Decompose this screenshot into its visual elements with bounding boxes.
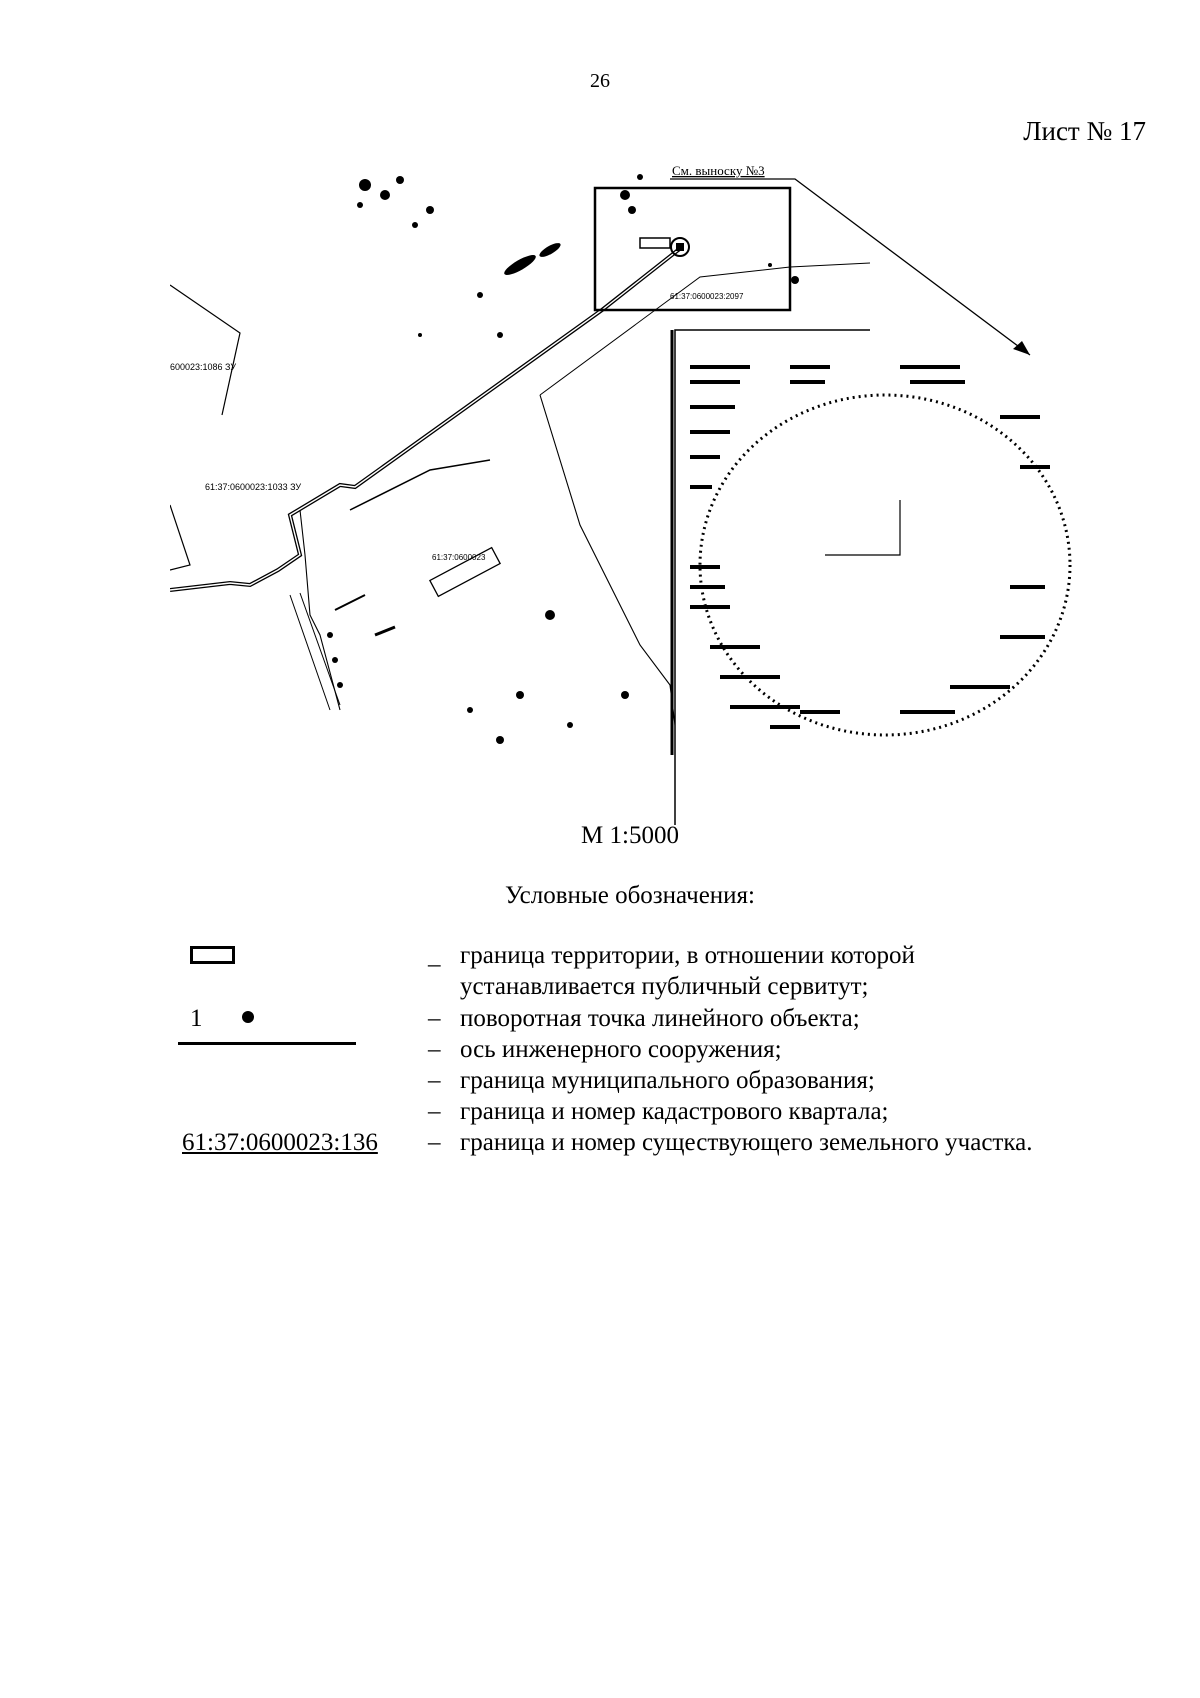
- building-1: [428, 546, 502, 598]
- legend-dash: _: [428, 942, 441, 969]
- building-2: [334, 594, 366, 611]
- legend-title: Условные обозначения:: [504, 882, 756, 909]
- legend-dash: –: [428, 1005, 441, 1032]
- road-edge: [349, 459, 491, 511]
- parcel-number: 61:37:0600023:136: [182, 1129, 378, 1156]
- legend-text: граница и номер существующего земельного…: [460, 1129, 1033, 1156]
- legend-text: граница территории, в отношении которой: [460, 942, 915, 969]
- vegetation: [327, 174, 799, 744]
- legend-text: поворотная точка линейного объекта;: [460, 1005, 860, 1032]
- callout-label: См. выноску №3: [672, 165, 765, 178]
- parcel-label-top: 61:37:0600023:2097: [670, 292, 744, 301]
- page-number: 26: [590, 70, 610, 92]
- legend-text: граница и номер кадастрового квартала;: [460, 1098, 889, 1125]
- parcel-label-center: 61:37:0600023: [432, 553, 486, 562]
- map-canvas: 600023:1086 ЗУ 61:37:0600023:1033 ЗУ 61:…: [170, 165, 1072, 825]
- parcel-label-left: 600023:1086 ЗУ: [170, 362, 236, 372]
- servitude-point: [670, 237, 690, 257]
- inset-cross: [825, 500, 901, 556]
- inset-tick-marks: [690, 365, 1050, 729]
- axis-line-icon: [178, 1042, 356, 1045]
- servitude-boundary: [593, 186, 792, 312]
- legend-text: граница муниципального образования;: [460, 1067, 875, 1094]
- servitude-point-core: [676, 243, 684, 251]
- rect-symbol-icon: [190, 946, 235, 964]
- map-scale: М 1:5000: [581, 822, 679, 849]
- sheet-label: Лист № 17: [1023, 116, 1146, 146]
- parcel-label-mid: 61:37:0600023:1033 ЗУ: [205, 482, 301, 492]
- legend-dash: –: [428, 1098, 441, 1125]
- callout-leader: [670, 178, 1031, 356]
- municipal-boundary: [299, 509, 341, 711]
- fence-line-2: [299, 592, 341, 706]
- parcel-boundary-left: [170, 284, 241, 416]
- fence-line: [289, 594, 331, 711]
- cadastral-map: 600023:1086 ЗУ 61:37:0600023:1033 ЗУ 61:…: [170, 165, 1150, 825]
- legend-dash: –: [428, 1067, 441, 1094]
- quarter-boundary: [539, 394, 676, 726]
- callout-arrowhead: [1013, 341, 1030, 355]
- legend-dash: –: [428, 1036, 441, 1063]
- parcel-boundary-lower-left: [170, 504, 191, 571]
- inset-ring: [698, 393, 1072, 737]
- legend-dash: –: [428, 1129, 441, 1156]
- point-number: 1: [190, 1005, 203, 1032]
- quarter-boundary-top: [539, 262, 871, 396]
- legend-text-cont: устанавливается публичный сервитут;: [460, 973, 869, 1000]
- point-dot-icon: [242, 1011, 254, 1023]
- engineering-axis-inner: [170, 246, 683, 591]
- engineering-axis: [170, 245, 684, 592]
- inset-frame: [674, 329, 870, 825]
- legend-text: ось инженерного сооружения;: [460, 1036, 782, 1063]
- building-3: [374, 625, 396, 637]
- servitude-structure: [639, 237, 671, 249]
